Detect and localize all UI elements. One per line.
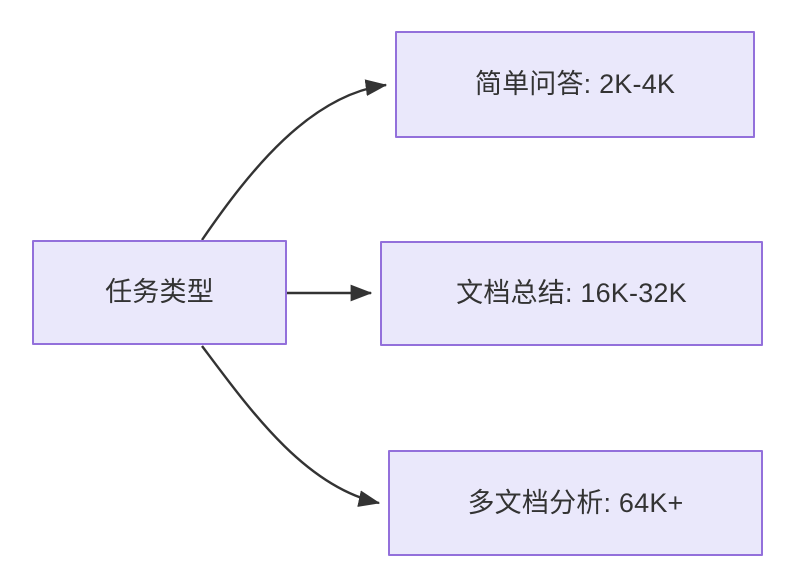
node-document-summary[interactable]: 文档总结: 16K-32K	[380, 241, 763, 346]
node-task-type[interactable]: 任务类型	[32, 240, 287, 345]
node-document-summary-label: 文档总结: 16K-32K	[456, 278, 687, 309]
node-multi-document-analysis-label: 多文档分析: 64K+	[467, 487, 684, 518]
node-simple-qa-label: 简单问答: 2K-4K	[474, 69, 676, 100]
node-simple-qa[interactable]: 简单问答: 2K-4K	[395, 31, 755, 138]
edge-root-to-multi-doc	[201, 345, 381, 507]
node-multi-document-analysis[interactable]: 多文档分析: 64K+	[388, 450, 763, 556]
node-task-type-label: 任务类型	[105, 277, 214, 308]
edge-root-to-simple-qa	[201, 79, 388, 241]
